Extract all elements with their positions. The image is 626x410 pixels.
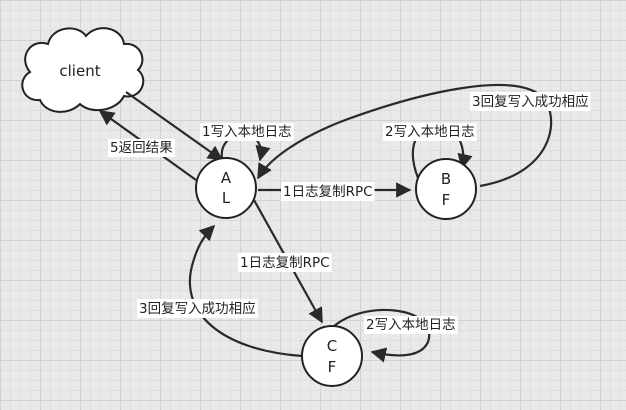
- edge-client-to-a: [125, 91, 224, 161]
- label-c-self-write: 2写入本地日志: [366, 317, 456, 333]
- edge-label-a-to-c-rpc: 1日志复制RPC: [238, 253, 332, 272]
- node-c-line2: F: [328, 358, 337, 376]
- node-a: A L: [195, 157, 257, 219]
- client-label: client: [59, 62, 100, 80]
- client-cloud-shape: [21, 27, 145, 113]
- edge-c-to-a: [188, 224, 303, 358]
- node-a-circle: [195, 157, 257, 219]
- client-node: client: [21, 27, 145, 113]
- node-c-line1: C: [327, 337, 337, 355]
- label-a-to-c-rpc: 1日志复制RPC: [240, 254, 330, 271]
- node-b-circle: [415, 158, 477, 220]
- label-a-to-client-result: 5返回结果: [110, 140, 173, 156]
- label-b-to-a-reply: 3回复写入成功相应: [472, 93, 589, 110]
- edge-b-to-a: [257, 84, 553, 188]
- node-a-line1: A: [221, 169, 232, 187]
- edge-label-c-self-write: 2写入本地日志: [364, 316, 458, 334]
- label-c-to-a-reply: 3回复写入成功相应: [139, 300, 256, 317]
- label-a-self-write: 1写入本地日志: [202, 124, 292, 140]
- node-b: B F: [415, 158, 477, 220]
- edge-label-b-to-a-reply: 3回复写入成功相应: [470, 92, 591, 111]
- edge-c-self-loop: [329, 308, 431, 363]
- label-b-self-write: 2写入本地日志: [385, 124, 475, 140]
- edge-label-a-to-client-result: 5返回结果: [108, 139, 176, 157]
- edge-label-b-self-write: 2写入本地日志: [383, 123, 477, 141]
- node-a-line2: L: [222, 189, 231, 207]
- edge-label-a-self-write: 1写入本地日志: [200, 123, 294, 141]
- node-c: C F: [301, 325, 363, 387]
- node-b-line2: F: [442, 191, 451, 209]
- node-c-circle: [301, 325, 363, 387]
- edge-label-c-to-a-reply: 3回复写入成功相应: [137, 299, 258, 318]
- label-a-to-b-rpc: 1日志复制RPC: [283, 183, 373, 200]
- node-b-line1: B: [441, 170, 451, 188]
- edge-label-a-to-b-rpc: 1日志复制RPC: [281, 182, 375, 201]
